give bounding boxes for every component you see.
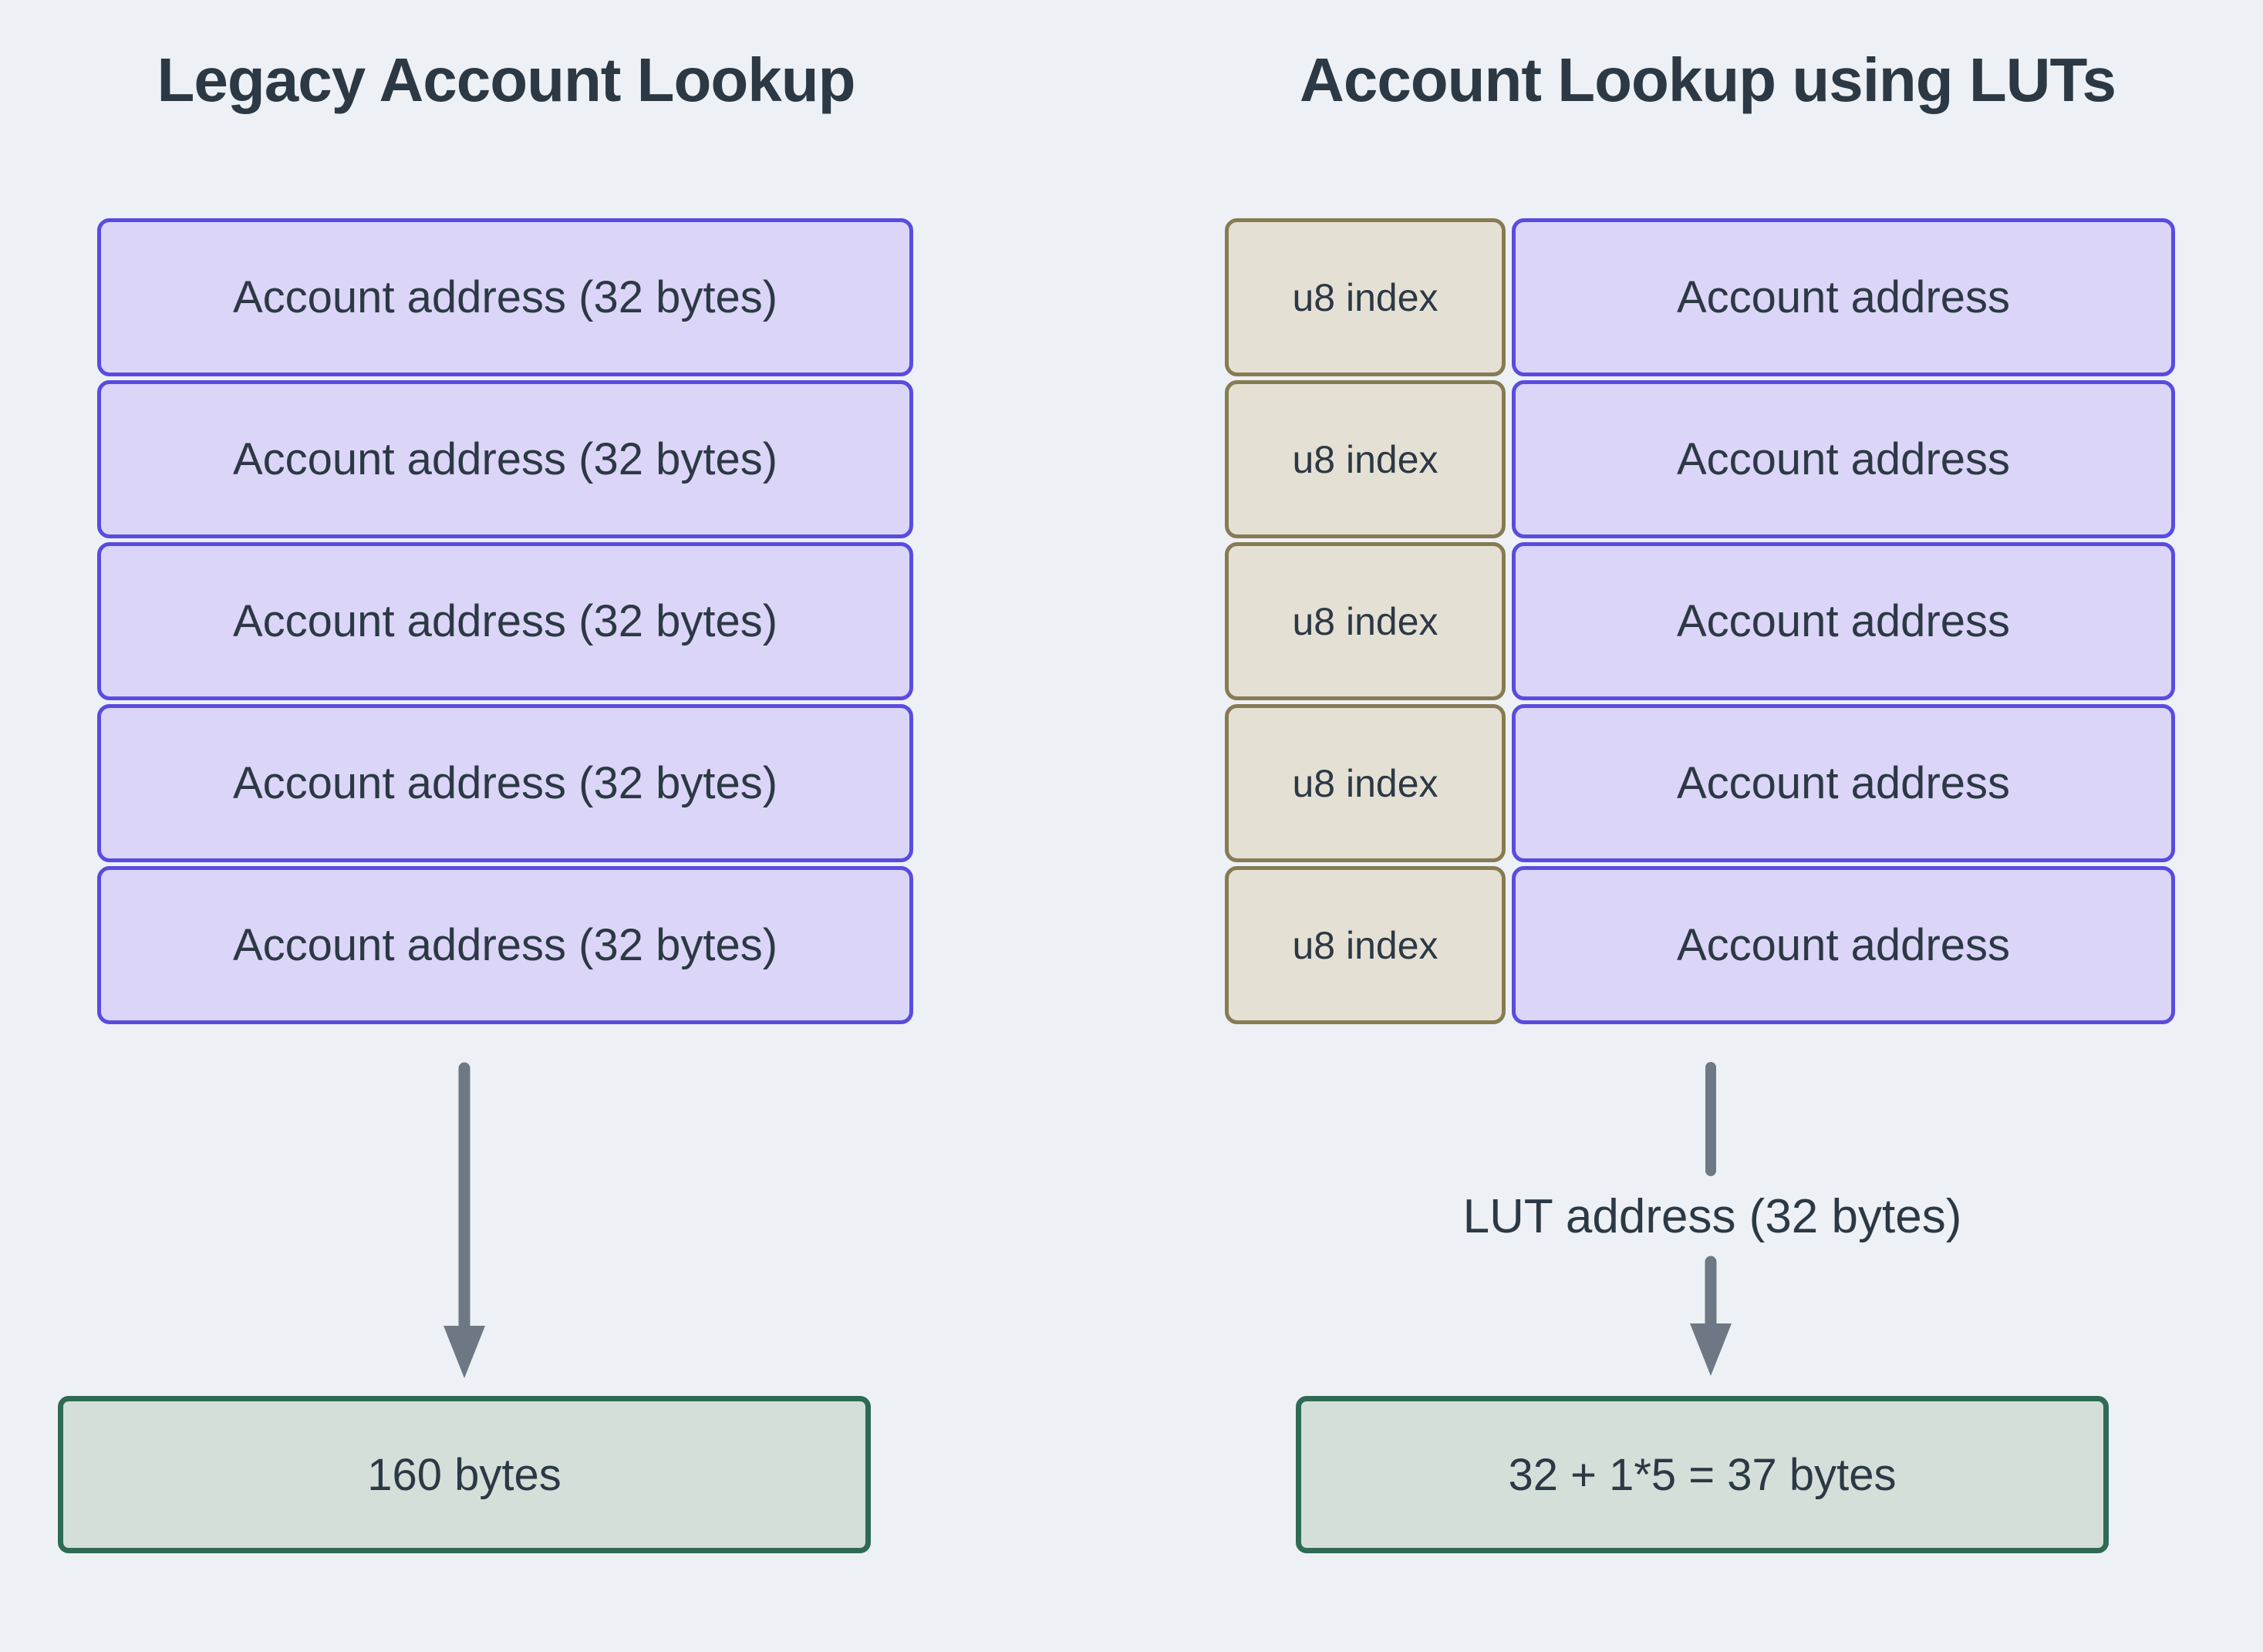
- account-address-box: Account address (32 bytes): [97, 542, 913, 700]
- u8-index-box: u8 index: [1225, 866, 1506, 1024]
- account-address-box: Account address: [1512, 380, 2175, 538]
- account-address-box: Account address (32 bytes): [97, 218, 913, 376]
- u8-index-box: u8 index: [1225, 704, 1506, 862]
- lut-row: u8 index Account address: [1225, 218, 2175, 376]
- account-address-box: Account address (32 bytes): [97, 866, 913, 1024]
- lut-row: u8 index Account address: [1225, 866, 2175, 1024]
- account-address-box: Account address: [1512, 866, 2175, 1024]
- lut-total-box: 32 + 1*5 = 37 bytes: [1296, 1396, 2109, 1553]
- u8-index-box: u8 index: [1225, 542, 1506, 700]
- lut-account-stack: u8 index Account address u8 index Accoun…: [1225, 218, 2175, 1024]
- lut-row: u8 index Account address: [1225, 542, 2175, 700]
- lut-address-label: LUT address (32 bytes): [1462, 1190, 1962, 1243]
- lut-row: u8 index Account address: [1225, 380, 2175, 538]
- legacy-account-stack: Account address (32 bytes) Account addre…: [97, 218, 913, 1024]
- lut-panel-title: Account Lookup using LUTs: [1300, 46, 2116, 114]
- account-address-box: Account address (32 bytes): [97, 704, 913, 862]
- connector-line: [1705, 1062, 1716, 1176]
- account-address-box: Account address: [1512, 218, 2175, 376]
- account-address-box: Account address: [1512, 542, 2175, 700]
- account-address-box: Account address: [1512, 704, 2175, 862]
- account-address-box: Account address (32 bytes): [97, 380, 913, 538]
- lut-row: u8 index Account address: [1225, 704, 2175, 862]
- u8-index-box: u8 index: [1225, 218, 1506, 376]
- legacy-total-box: 160 bytes: [58, 1396, 871, 1553]
- down-arrow-icon: [1690, 1256, 1732, 1376]
- u8-index-box: u8 index: [1225, 380, 1506, 538]
- legacy-panel-title: Legacy Account Lookup: [157, 46, 855, 114]
- down-arrow-icon: [443, 1062, 485, 1378]
